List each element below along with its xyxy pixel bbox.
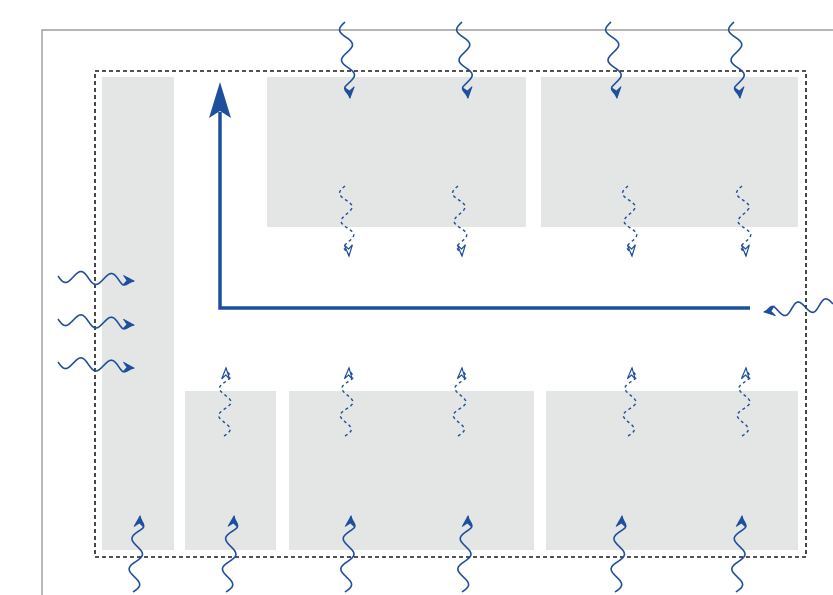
bottom-dashed-arrow-5-head-icon xyxy=(740,366,750,380)
top-dashed-arrow-4-head-icon xyxy=(740,244,750,258)
bottom-dashed-arrow-2 xyxy=(339,367,354,437)
main-l-arrow xyxy=(209,82,750,310)
zones xyxy=(102,77,798,550)
bottom-dashed-arrow-5 xyxy=(736,367,751,437)
top-dashed-arrow-2 xyxy=(451,185,468,257)
bottom-inflow-arrow-4 xyxy=(456,515,473,593)
top-inflow-arrow-1-head-icon xyxy=(343,86,355,99)
bottom-inflow-arrow-6 xyxy=(730,515,747,593)
right-inflow-arrow-head-icon xyxy=(763,305,776,317)
bottom-inflow-arrow-2-head-icon xyxy=(227,515,239,528)
dashed-boundary xyxy=(94,70,807,558)
top-inflow-arrow-3 xyxy=(604,21,623,99)
bottom-dashed-arrow-3 xyxy=(452,367,467,437)
bottom-inflow-arrow-3-head-icon xyxy=(344,515,356,528)
top-dashed-arrow-1-head-icon xyxy=(343,244,353,258)
left-inflow-arrow-1 xyxy=(57,270,135,286)
bottom-inflow-arrow-4-head-icon xyxy=(461,515,473,528)
bottom-inflow-arrow-6-head-icon xyxy=(735,515,747,528)
top-dashed-arrow-4 xyxy=(735,185,752,257)
bottom-inflow-arrow-5 xyxy=(610,515,627,593)
top-inflow-arrow-2-head-icon xyxy=(461,86,473,99)
top-dashed-arrow-2-head-icon xyxy=(456,244,466,258)
left-inflow-arrow-2 xyxy=(57,313,135,330)
bottom-inflow-arrow-1 xyxy=(128,515,145,593)
bottom-inflow-arrow-1-head-icon xyxy=(133,515,145,528)
zone-top-middle xyxy=(267,77,526,227)
bottom-dashed-arrow-2-head-icon xyxy=(343,366,353,380)
top-inflow-arrow-2 xyxy=(455,21,474,99)
bottom-inflow-arrow-3 xyxy=(339,515,356,593)
bottom-inflow-arrow-2 xyxy=(221,515,239,593)
zone-left-strip xyxy=(102,77,174,550)
top-dashed-arrow-1 xyxy=(338,185,355,257)
top-dashed-arrow-3 xyxy=(621,185,638,257)
wavy-arrows xyxy=(57,21,833,593)
top-inflow-arrow-1 xyxy=(338,21,356,99)
bottom-dashed-arrow-4 xyxy=(622,367,637,437)
top-inflow-arrow-4 xyxy=(727,21,746,99)
bottom-inflow-arrow-5-head-icon xyxy=(615,515,627,528)
zone-bottom-right xyxy=(546,391,798,550)
right-inflow-arrow xyxy=(763,297,833,317)
main-arrowhead-icon xyxy=(209,82,231,118)
zone-bottom-small xyxy=(185,391,276,550)
bottom-dashed-arrow-1 xyxy=(217,367,232,437)
left-inflow-arrow-2-head-icon xyxy=(122,318,135,330)
top-inflow-arrow-3-head-icon xyxy=(610,86,622,99)
zone-top-right xyxy=(541,77,798,227)
left-inflow-arrow-3-head-icon xyxy=(122,361,135,373)
bottom-dashed-arrow-4-head-icon xyxy=(626,366,636,380)
top-inflow-arrow-4-head-icon xyxy=(733,86,745,99)
left-inflow-arrow-1-head-icon xyxy=(122,274,135,286)
bottom-dashed-arrow-1-head-icon xyxy=(221,366,231,380)
top-dashed-arrow-3-head-icon xyxy=(626,244,636,258)
bottom-dashed-arrow-3-head-icon xyxy=(456,366,466,380)
left-inflow-arrow-3 xyxy=(57,356,135,373)
outer-frame xyxy=(41,29,833,595)
zone-bottom-middle xyxy=(289,391,534,550)
